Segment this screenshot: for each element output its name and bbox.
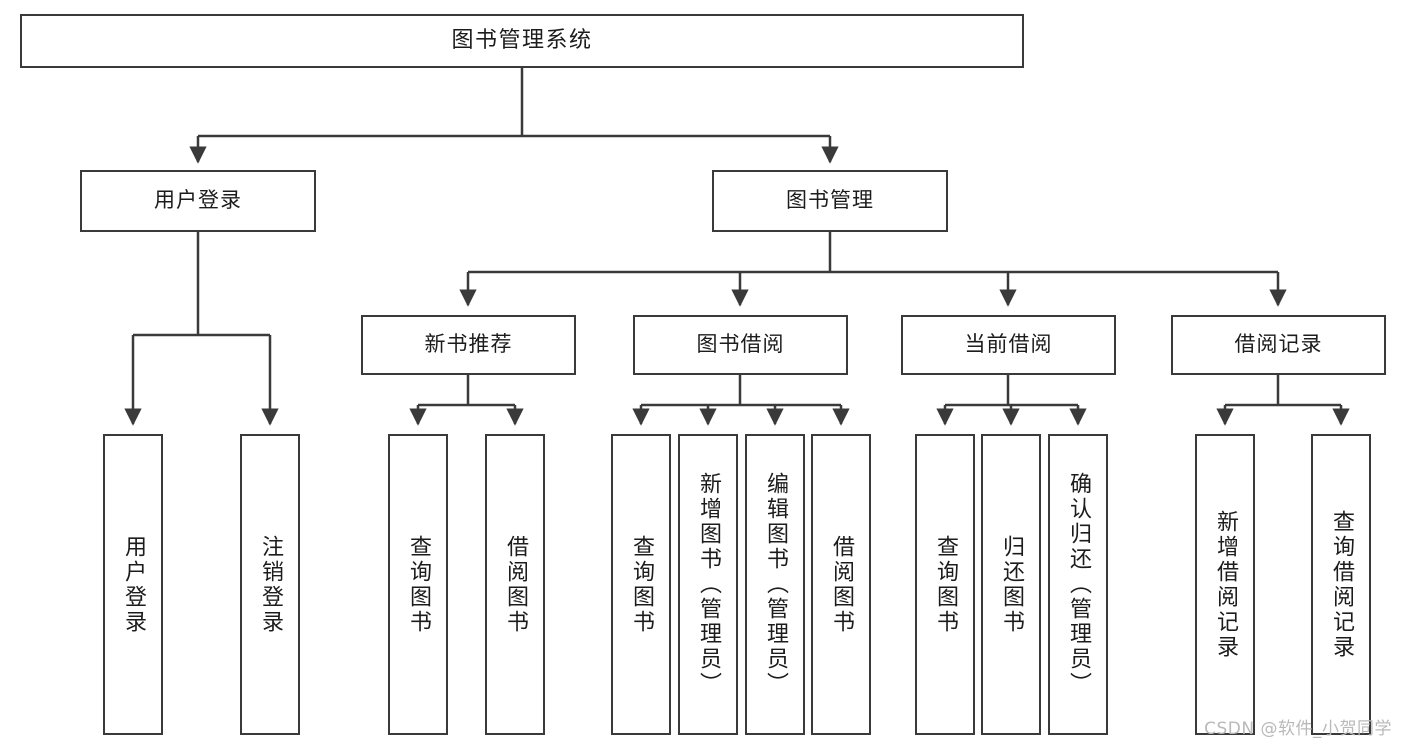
leaf-user-logout[interactable]: 注销登录 bbox=[240, 434, 300, 735]
leaf-query-borrow-record[interactable]: 查询借阅记录 bbox=[1311, 434, 1371, 735]
leaf-query-book-current[interactable]: 查询图书 bbox=[915, 434, 975, 735]
node-label: 确认归还（管理员） bbox=[1066, 472, 1091, 697]
node-label: 图书管理系统 bbox=[451, 27, 593, 53]
leaf-add-book[interactable]: 新增图书（管理员） bbox=[678, 434, 738, 735]
node-label: 借阅图书 bbox=[503, 534, 528, 635]
node-label: 注销登录 bbox=[258, 534, 283, 635]
node-label: 查询图书 bbox=[933, 534, 958, 635]
leaf-confirm-return[interactable]: 确认归还（管理员） bbox=[1048, 434, 1108, 735]
leaf-user-login[interactable]: 用户登录 bbox=[103, 434, 163, 735]
leaf-edit-book[interactable]: 编辑图书（管理员） bbox=[745, 434, 805, 735]
leaf-add-borrow-record[interactable]: 新增借阅记录 bbox=[1195, 434, 1255, 735]
node-book-borrow[interactable]: 图书借阅 bbox=[633, 315, 848, 375]
node-book-management-system[interactable]: 图书管理系统 bbox=[20, 14, 1024, 68]
node-label: 用户登录 bbox=[154, 188, 242, 213]
node-user-login[interactable]: 用户登录 bbox=[80, 170, 316, 232]
node-label: 当前借阅 bbox=[964, 332, 1053, 357]
node-label: 新增图书（管理员） bbox=[696, 472, 721, 697]
node-label: 查询图书 bbox=[406, 534, 431, 635]
node-book-manage[interactable]: 图书管理 bbox=[712, 170, 948, 232]
leaf-query-book-borrow[interactable]: 查询图书 bbox=[611, 434, 671, 735]
watermark-text: CSDN @软件_小贺同学 bbox=[1204, 719, 1392, 739]
leaf-return-book[interactable]: 归还图书 bbox=[981, 434, 1041, 735]
node-label: 图书借阅 bbox=[696, 332, 785, 357]
node-new-book-recommend[interactable]: 新书推荐 bbox=[361, 315, 576, 375]
leaf-borrow-book-recommend[interactable]: 借阅图书 bbox=[485, 434, 545, 735]
leaf-borrow-book[interactable]: 借阅图书 bbox=[811, 434, 871, 735]
node-label: 查询借阅记录 bbox=[1329, 509, 1354, 660]
leaf-query-book-recommend[interactable]: 查询图书 bbox=[388, 434, 448, 735]
node-label: 编辑图书（管理员） bbox=[763, 472, 788, 697]
node-borrow-record[interactable]: 借阅记录 bbox=[1171, 315, 1386, 375]
node-label: 新增借阅记录 bbox=[1213, 509, 1238, 660]
node-label: 借阅记录 bbox=[1234, 332, 1323, 357]
node-label: 新书推荐 bbox=[424, 332, 513, 357]
node-label: 归还图书 bbox=[999, 534, 1024, 635]
node-label: 借阅图书 bbox=[829, 534, 854, 635]
node-current-borrow[interactable]: 当前借阅 bbox=[901, 315, 1116, 375]
node-label: 查询图书 bbox=[629, 534, 654, 635]
node-label: 图书管理 bbox=[786, 188, 874, 213]
node-label: 用户登录 bbox=[121, 534, 146, 635]
